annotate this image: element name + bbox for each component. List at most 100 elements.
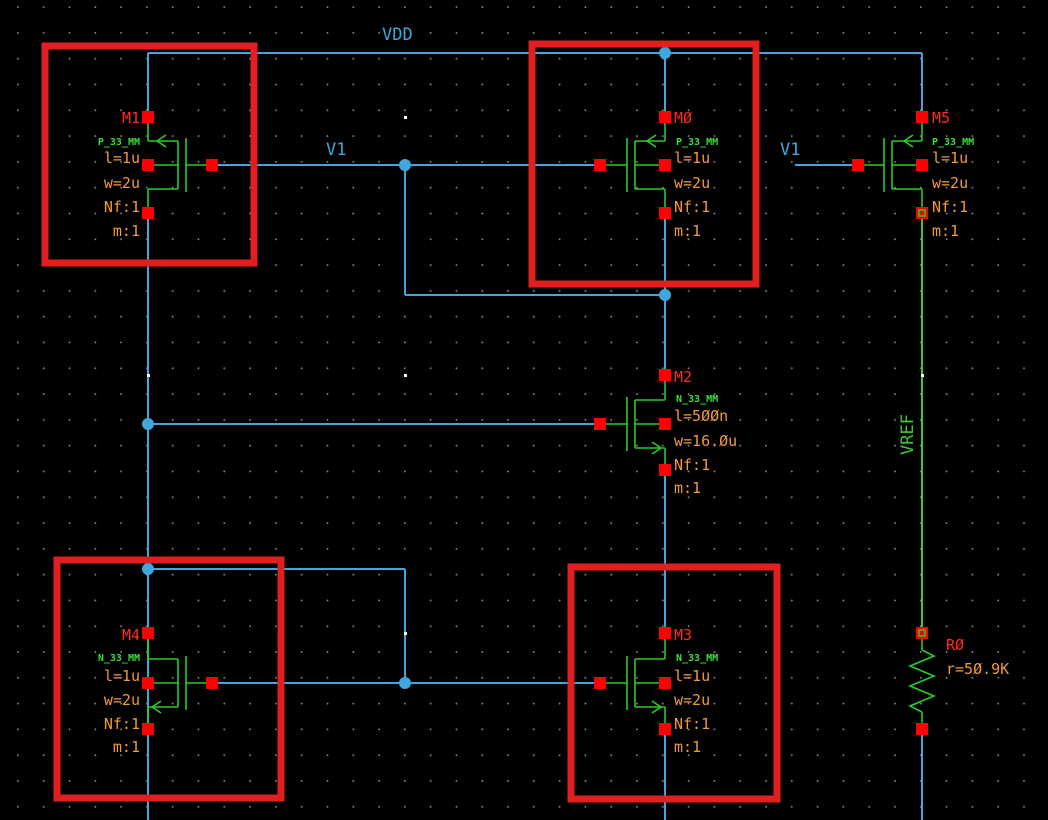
pin-plus[interactable]: [916, 627, 928, 639]
pin-markers: [918, 209, 926, 637]
pin-bulk[interactable]: [142, 159, 154, 171]
pin-marker: [918, 209, 926, 217]
param-resistance: r=5Ø.9K: [946, 660, 1009, 678]
marker: [404, 374, 407, 377]
pin-bulk[interactable]: [142, 677, 154, 689]
pin-source[interactable]: [659, 723, 671, 735]
marker: [404, 116, 407, 119]
pin-gate[interactable]: [852, 159, 864, 171]
junction-dot: [142, 418, 154, 430]
param-width: w=16.Øu: [674, 432, 737, 450]
param-length: l=1u: [104, 667, 140, 685]
pin-source[interactable]: [916, 111, 928, 123]
pin-minus[interactable]: [916, 723, 928, 735]
nmos-symbol-m4[interactable]: [147, 633, 212, 729]
pin-marker: [918, 629, 926, 637]
highlight-box-m1: [41, 42, 258, 267]
pin-bulk[interactable]: [659, 418, 671, 430]
model-name: N_33_MM: [676, 394, 718, 405]
resistor-symbol-r0[interactable]: [907, 633, 937, 729]
pin-source[interactable]: [142, 723, 154, 735]
pin-bulk[interactable]: [916, 159, 928, 171]
junction-dot: [399, 159, 411, 171]
junction-dot: [659, 289, 671, 301]
pmos-symbol-m5[interactable]: [858, 117, 923, 213]
highlight-box-m4: [53, 556, 285, 802]
pin-drain[interactable]: [659, 369, 671, 381]
labels-m2: M2 N_33_MM l=5ØØn w=16.Øu Nf:1 m:1: [674, 368, 737, 497]
param-fingers: Nf:1: [674, 456, 710, 474]
junction-dot: [142, 563, 154, 575]
instance-name: M5: [932, 109, 950, 127]
param-fingers: Nf:1: [104, 198, 140, 216]
param-width: w=2u: [674, 174, 710, 192]
junction-dot: [399, 677, 411, 689]
param-multiplier: m:1: [932, 222, 959, 240]
net-label-v1: V1: [326, 140, 346, 160]
wires: [147, 52, 923, 820]
instance-name: M1: [122, 109, 140, 127]
pin-bulk[interactable]: [659, 159, 671, 171]
pin-source[interactable]: [659, 464, 671, 476]
net-label-v1: V1: [780, 140, 800, 160]
instance-name: M2: [674, 368, 692, 386]
param-multiplier: m:1: [674, 738, 701, 756]
pin-gate[interactable]: [206, 159, 218, 171]
highlight-box-m0: [528, 40, 760, 288]
param-multiplier: m:1: [674, 222, 701, 240]
model-name: N_33_MM: [98, 653, 140, 664]
net-label-vdd: VDD: [382, 25, 413, 45]
param-length: l=1u: [674, 667, 710, 685]
junctions: [142, 47, 671, 689]
instance-name: RØ: [946, 636, 964, 654]
instance-name: M4: [122, 626, 140, 644]
param-width: w=2u: [104, 691, 140, 709]
param-multiplier: m:1: [113, 222, 140, 240]
pmos-symbol-m0[interactable]: [600, 117, 666, 213]
param-fingers: Nf:1: [104, 715, 140, 733]
param-multiplier: m:1: [113, 738, 140, 756]
nmos-symbol-m2[interactable]: [600, 375, 666, 470]
param-width: w=2u: [932, 174, 968, 192]
model-name: N_33_MM: [676, 653, 718, 664]
param-fingers: Nf:1: [674, 715, 710, 733]
param-fingers: Nf:1: [932, 198, 968, 216]
param-length: l=5ØØn: [674, 407, 728, 425]
nmos-symbol-m3[interactable]: [600, 633, 666, 729]
device-symbols: [147, 117, 937, 729]
marker: [147, 374, 150, 377]
pin-drain[interactable]: [142, 207, 154, 219]
labels-m3: M3 N_33_MM l=1u w=2u Nf:1 m:1: [674, 626, 718, 756]
param-fingers: Nf:1: [674, 198, 710, 216]
param-width: w=2u: [674, 691, 710, 709]
pin-drain[interactable]: [659, 627, 671, 639]
labels-m5: M5 P_33_MM l=1u w=2u Nf:1 m:1: [932, 109, 974, 240]
param-length: l=1u: [932, 149, 968, 167]
instance-name: M3: [674, 626, 692, 644]
pin-gate[interactable]: [594, 159, 606, 171]
pin-gate[interactable]: [594, 677, 606, 689]
labels-m4: M4 N_33_MM l=1u w=2u Nf:1 m:1: [98, 626, 140, 756]
pin-drain[interactable]: [142, 627, 154, 639]
pmos-symbol-m1[interactable]: [147, 117, 212, 213]
marker: [921, 374, 924, 377]
junction-dot: [659, 47, 671, 59]
pin-source[interactable]: [659, 111, 671, 123]
model-name: P_33_MM: [932, 137, 974, 148]
net-label-vref: VREF: [898, 414, 918, 455]
labels-r0: RØ r=5Ø.9K: [946, 636, 1009, 678]
pin-source[interactable]: [142, 111, 154, 123]
model-name: P_33_MM: [676, 137, 718, 148]
pin-drain[interactable]: [659, 207, 671, 219]
labels-m0: MØ P_33_MM l=1u w=2u Nf:1 m:1: [674, 109, 718, 240]
param-width: w=2u: [104, 174, 140, 192]
labels-m1: M1 P_33_MM l=1u w=2u Nf:1 m:1: [98, 109, 140, 240]
pin-drain[interactable]: [916, 207, 928, 219]
param-multiplier: m:1: [674, 479, 701, 497]
pin-gate[interactable]: [206, 677, 218, 689]
param-length: l=1u: [674, 149, 710, 167]
pin-bulk[interactable]: [659, 677, 671, 689]
pin-gate[interactable]: [594, 418, 606, 430]
model-name: P_33_MM: [98, 137, 140, 148]
